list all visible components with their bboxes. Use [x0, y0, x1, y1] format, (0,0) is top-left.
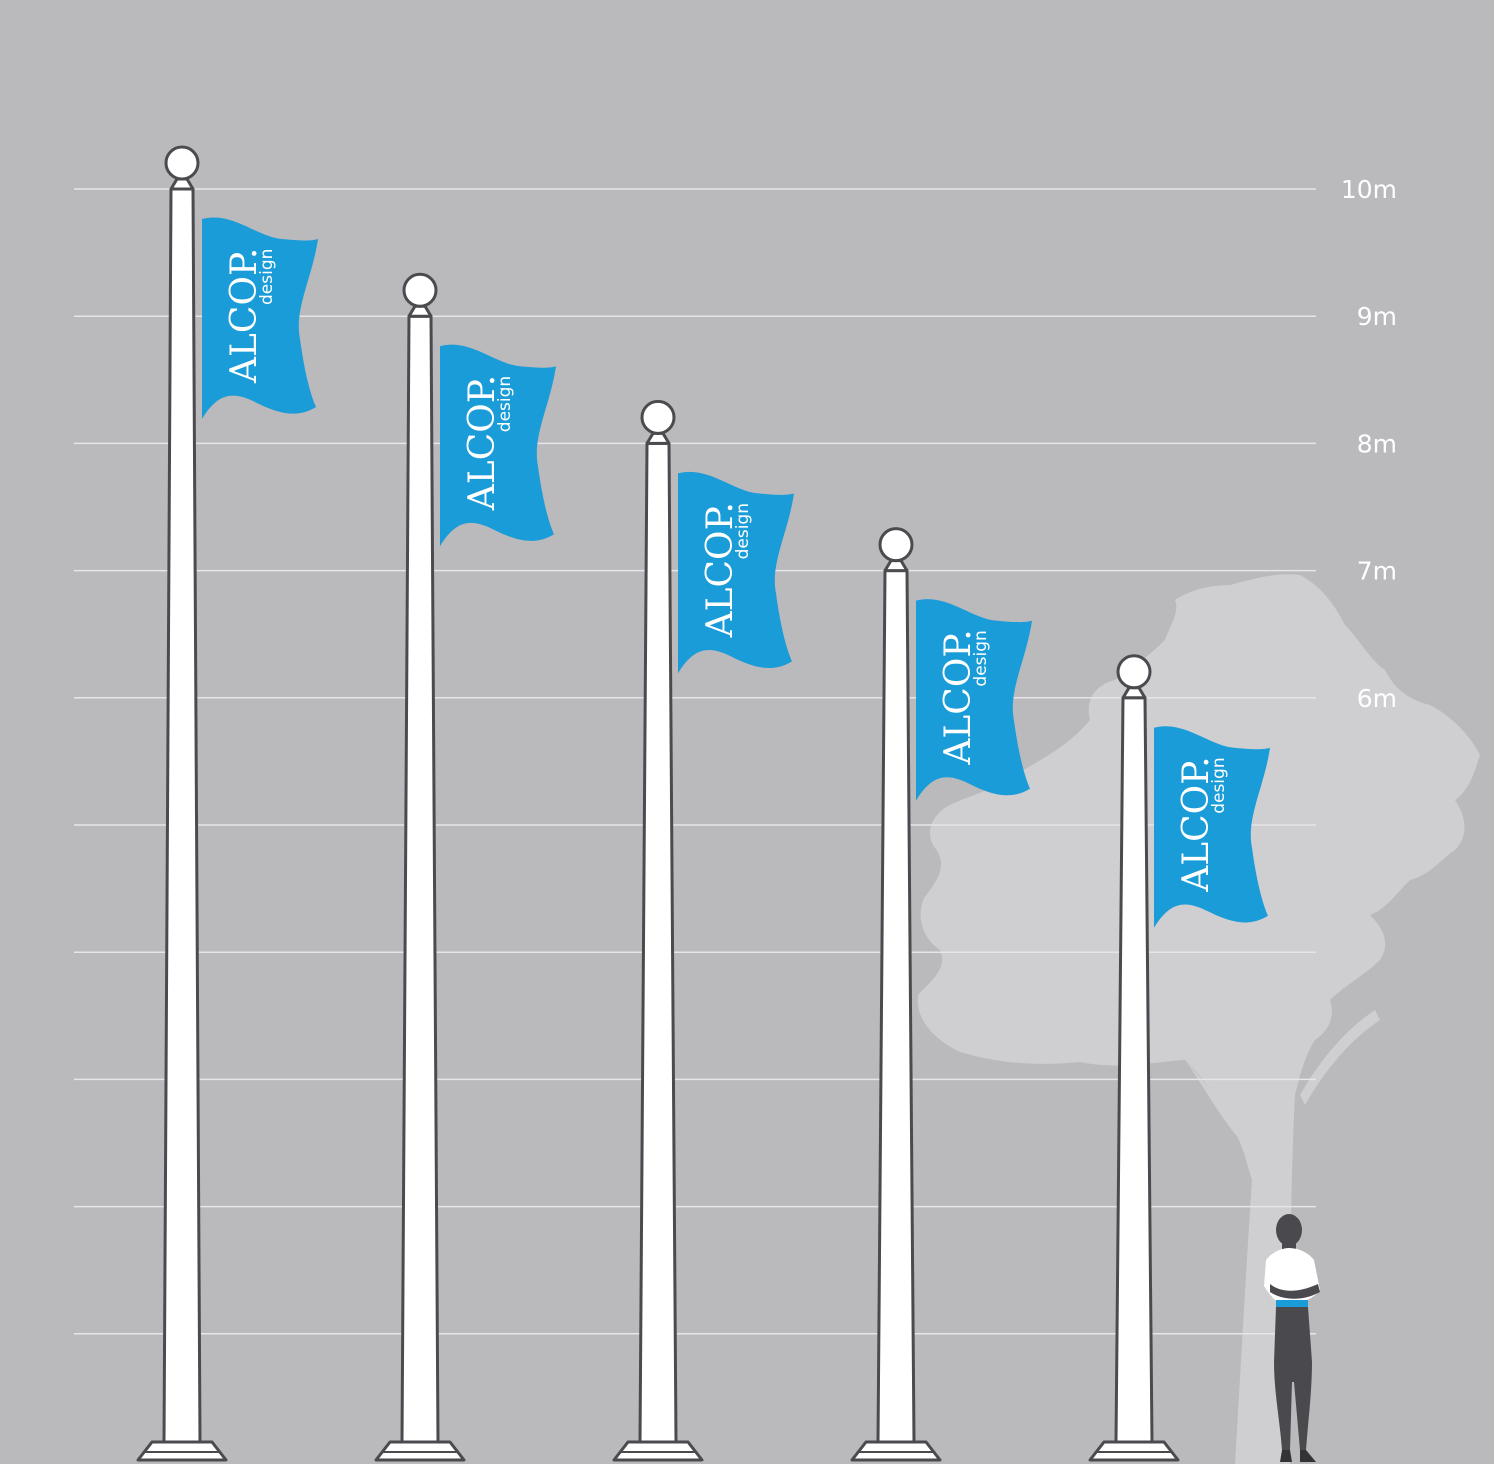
height-label-6m: 6m	[1357, 684, 1397, 713]
flag-logo: ALCOP.design	[700, 502, 753, 638]
flag-cloth	[678, 471, 794, 674]
logo-sub-text: design	[1209, 757, 1229, 813]
flagpoles: ALCOP.designALCOP.designALCOP.designALCO…	[136, 145, 1270, 1462]
flag: ALCOP.design	[916, 599, 1032, 801]
logo-sub-text: design	[495, 376, 515, 432]
flag-logo: ALCOP.design	[1176, 756, 1229, 892]
flag-logo: ALCOP.design	[224, 248, 277, 384]
flagpole-9m: ALCOP.design	[374, 272, 556, 1462]
flagpole-6m: ALCOP.design	[1088, 654, 1270, 1462]
pole-shaft	[162, 187, 202, 1444]
height-label-7m: 7m	[1357, 557, 1397, 586]
flag-cloth	[1154, 726, 1270, 928]
flag-cloth	[202, 217, 318, 419]
flag: ALCOP.design	[440, 344, 556, 547]
logo-main-text: ALCOP.	[1176, 756, 1217, 892]
height-label-9m: 9m	[1357, 302, 1397, 331]
flagpole-8m: ALCOP.design	[612, 399, 794, 1462]
ball-finial-icon	[640, 399, 676, 435]
ball-finial-icon	[164, 145, 200, 181]
flag: ALCOP.design	[202, 217, 318, 419]
logo-main-text: ALCOP.	[462, 375, 503, 511]
logo-sub-text: design	[971, 630, 991, 686]
ball-finial-icon	[402, 272, 438, 308]
height-labels: 10m 9m 8m 7m 6m	[1341, 175, 1397, 713]
standing-person-icon	[1264, 1214, 1320, 1462]
flag-cloth	[916, 599, 1032, 801]
flag-cloth	[440, 344, 556, 547]
logo-main-text: ALCOP.	[700, 502, 741, 638]
pole-shaft	[1114, 696, 1154, 1444]
pole-shaft	[638, 441, 678, 1444]
flag-logo: ALCOP.design	[938, 629, 991, 765]
height-label-10m: 10m	[1341, 175, 1397, 204]
ball-finial-icon	[1116, 654, 1152, 690]
flag: ALCOP.design	[678, 471, 794, 674]
flag: ALCOP.design	[1154, 726, 1270, 928]
logo-sub-text: design	[257, 249, 277, 305]
pole-shaft	[400, 314, 440, 1444]
ball-finial-icon	[878, 527, 914, 563]
height-label-8m: 8m	[1357, 429, 1397, 458]
flagpole-10m: ALCOP.design	[136, 145, 318, 1462]
flag-logo: ALCOP.design	[462, 375, 515, 511]
logo-main-text: ALCOP.	[938, 629, 979, 765]
tree-silhouette-icon	[917, 574, 1480, 1464]
pole-shaft	[876, 569, 916, 1444]
logo-main-text: ALCOP.	[224, 248, 265, 384]
logo-sub-text: design	[733, 503, 753, 559]
flagpole-7m: ALCOP.design	[850, 527, 1032, 1462]
